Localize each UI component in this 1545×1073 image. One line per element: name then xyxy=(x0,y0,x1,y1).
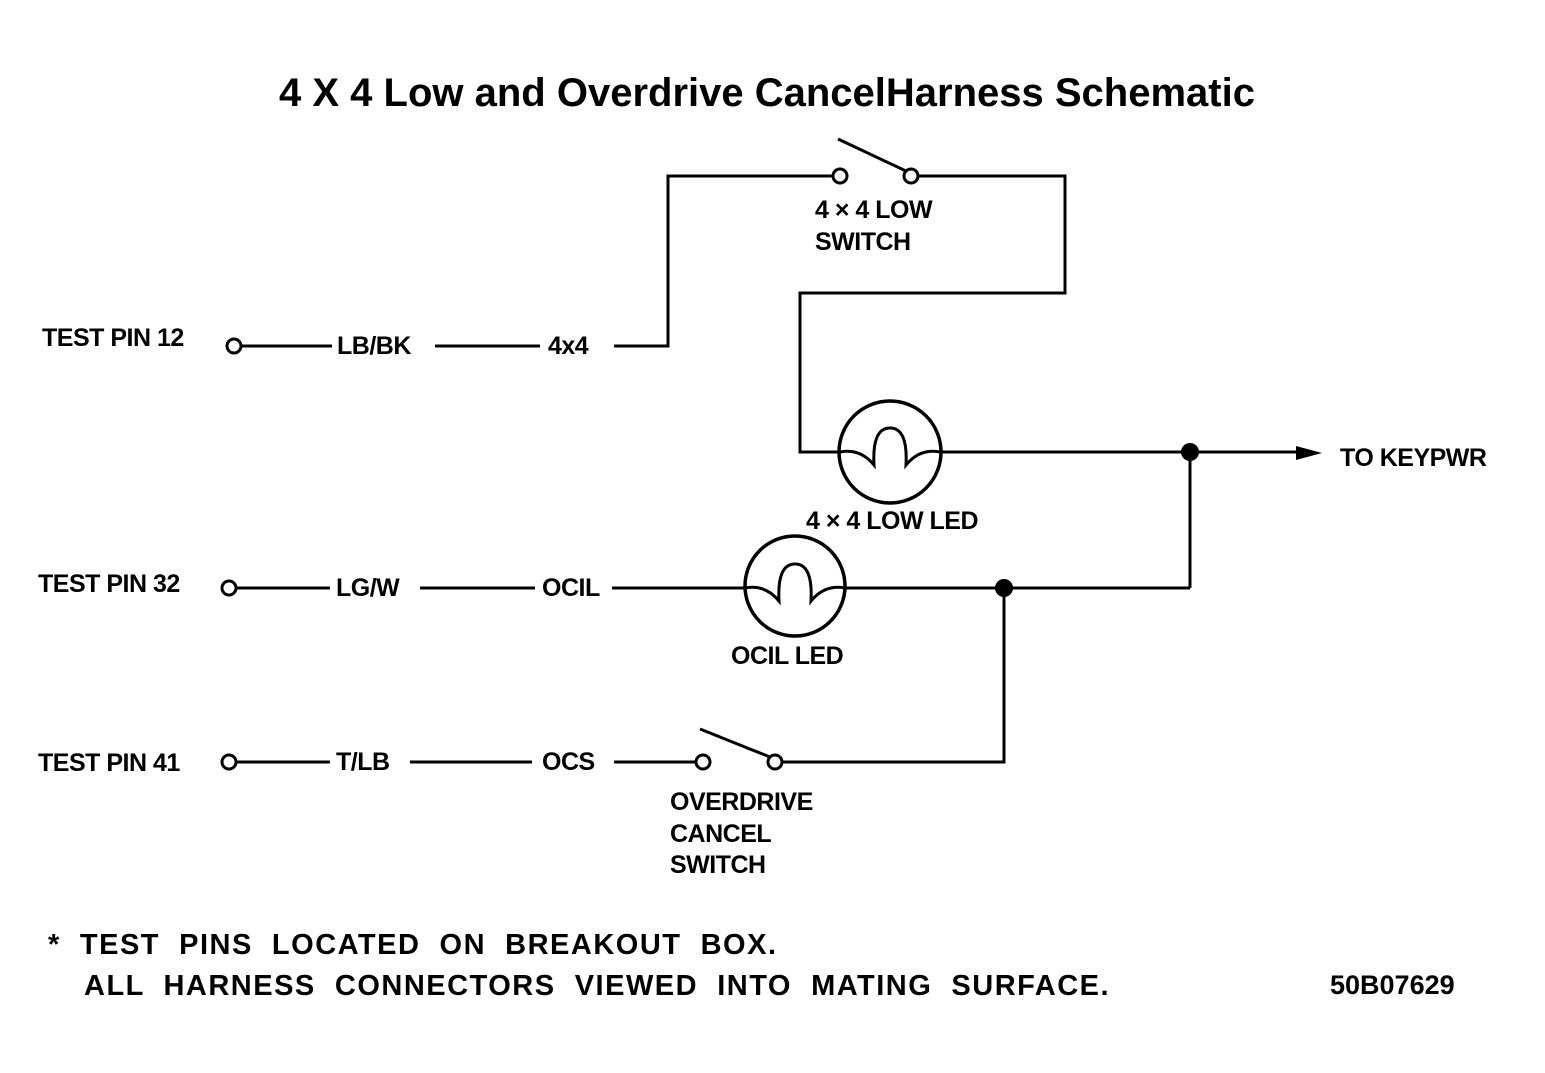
pin12-wire-color-label: LB/BK xyxy=(337,332,411,360)
note-line2: ALL HARNESS CONNECTORS VIEWED INTO MATIN… xyxy=(84,970,1110,1002)
pin32-circuit-label: OCIL xyxy=(542,574,600,602)
test-pin-12-label: TEST PIN 12 xyxy=(42,324,184,352)
test-pin-32-terminal xyxy=(220,579,238,597)
od-switch-label-line3: SWITCH xyxy=(670,851,766,879)
low-led-filament xyxy=(839,426,941,470)
low-switch-blade xyxy=(837,137,907,173)
note-line1: * TEST PINS LOCATED ON BREAKOUT BOX. xyxy=(48,929,778,961)
schematic-title: 4 X 4 Low and Overdrive CancelHarness Sc… xyxy=(279,71,1255,115)
od-switch-to-junction-wire xyxy=(782,588,1006,764)
ocil-led-body xyxy=(743,534,847,638)
pin32-wire-color-label: LG/W xyxy=(336,574,400,602)
od-switch-contact-right xyxy=(766,753,784,771)
pin12-wire-to-low-switch xyxy=(614,174,833,348)
od-switch-label-line2: CANCEL xyxy=(670,820,771,848)
od-cancel-switch xyxy=(694,727,784,771)
low-switch-contact-right xyxy=(902,167,920,185)
test-pin-12-terminal xyxy=(225,337,243,355)
od-switch-blade xyxy=(699,727,771,759)
low-led-label: 4 × 4 LOW LED xyxy=(806,507,978,535)
low-switch-to-led-wire xyxy=(798,174,1067,454)
ocil-led xyxy=(743,534,847,638)
od-switch-contact-left xyxy=(694,753,712,771)
test-pin-32-label: TEST PIN 32 xyxy=(38,570,180,598)
low-switch-label-line2: SWITCH xyxy=(815,228,911,256)
ocil-led-filament xyxy=(744,562,846,606)
low-switch-label-line1: 4 × 4 LOW xyxy=(815,196,933,224)
power-label: TO KEYPWR xyxy=(1340,444,1487,472)
low-switch-contact-left xyxy=(831,167,849,185)
ocil-led-label: OCIL LED xyxy=(731,642,843,670)
pin41-circuit-label: OCS xyxy=(542,748,595,776)
test-pin-41-label: TEST PIN 41 xyxy=(38,749,180,777)
pin41-wire-color-label: T/LB xyxy=(336,748,390,776)
low-led xyxy=(837,399,943,505)
low-switch xyxy=(831,137,920,185)
test-pin-41-terminal xyxy=(220,753,238,771)
power-arrow-icon xyxy=(1296,446,1322,460)
figure-code: 50B07629 xyxy=(1330,970,1455,1000)
pin12-circuit-label: 4x4 xyxy=(548,332,589,360)
od-switch-label-line1: OVERDRIVE xyxy=(670,788,813,816)
